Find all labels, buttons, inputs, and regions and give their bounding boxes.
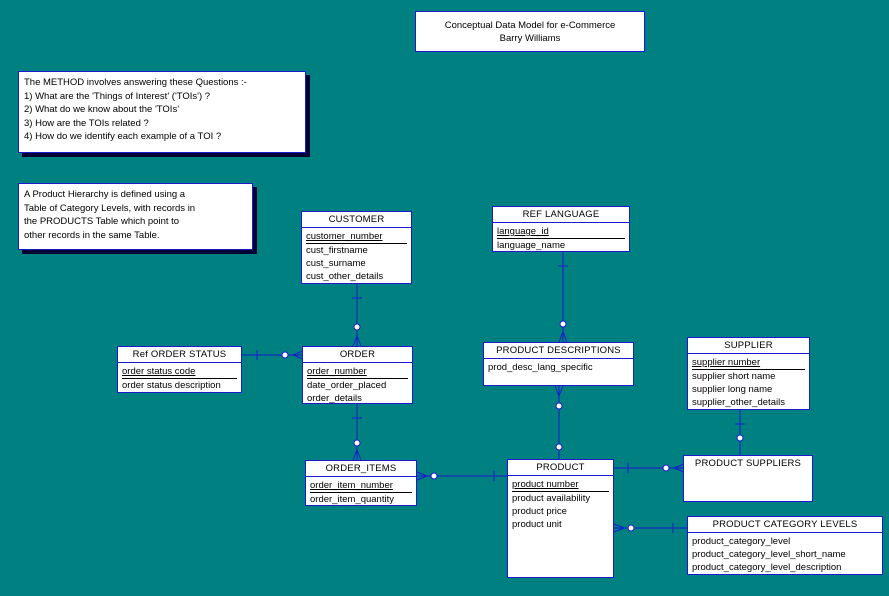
entity-attributes: cust_firstname cust_surname cust_other_d… [306, 244, 407, 283]
rel-customer-order [352, 284, 362, 347]
entity-customer[interactable]: CUSTOMER customer_number cust_firstname … [301, 211, 412, 284]
entity-attribute: product price [512, 506, 567, 517]
note-line: A Product Hierarchy is defined using a [24, 189, 186, 200]
entity-attribute: product_category_level_description [692, 562, 842, 573]
entity-key: order_item_number [310, 480, 393, 491]
entity-attributes: order status description [122, 379, 237, 392]
entity-attribute: product_category_level [692, 536, 791, 547]
entity-order[interactable]: ORDER order_number date_order_placed ord… [302, 346, 413, 404]
rel-orderstatus-order [242, 350, 304, 360]
entity-name: ORDER_ITEMS [306, 461, 416, 477]
entity-key: language_id [497, 226, 549, 237]
entity-attribute: supplier long name [692, 384, 773, 395]
entity-key: order status code [122, 366, 196, 377]
entity-name: REF LANGUAGE [493, 207, 629, 223]
entity-attributes: product_category_level product_category_… [692, 533, 878, 574]
entity-name: PRODUCT SUPPLIERS [694, 458, 802, 469]
entity-attribute: language_name [497, 240, 566, 251]
entity-ref-order-status[interactable]: Ref ORDER STATUS order status code order… [117, 346, 242, 393]
entity-product[interactable]: PRODUCT product number product availabil… [507, 459, 614, 578]
note-line: The METHOD involves answering these Ques… [24, 77, 247, 88]
method-note: The METHOD involves answering these Ques… [18, 71, 306, 153]
entity-keys: language_id [497, 223, 625, 239]
note-line: 3) How are the TOIs related ? [24, 117, 149, 129]
entity-name: PRODUCT CATEGORY LEVELS [688, 517, 882, 533]
entity-attribute: supplier short name [692, 371, 776, 382]
note-line: the PRODUCTS Table which point to [24, 216, 180, 227]
entity-attributes: supplier short name supplier long name s… [692, 370, 805, 409]
entity-key: product number [512, 479, 579, 490]
entity-attribute: order_details [307, 393, 362, 404]
entity-attribute: cust_surname [306, 258, 366, 269]
note-line: 2) What do we know about the 'TOIs' [24, 104, 180, 115]
entity-product-suppliers[interactable]: PRODUCT SUPPLIERS [683, 455, 813, 502]
entity-attribute: supplier_other_details [692, 397, 785, 408]
hierarchy-note: A Product Hierarchy is defined using a T… [18, 183, 253, 250]
entity-name: CUSTOMER [302, 212, 411, 228]
rel-product-prodsuppliers [614, 463, 685, 473]
entity-keys: order_item_number [310, 477, 412, 493]
rel-product-categorylevels [613, 523, 688, 533]
entity-attributes: language_name [497, 239, 625, 252]
entity-keys: customer_number [306, 228, 407, 244]
entity-key: supplier number [692, 357, 761, 368]
entity-ref-language[interactable]: REF LANGUAGE language_id language_name [492, 206, 630, 252]
entity-attribute: date_order_placed [307, 380, 387, 391]
entity-keys: order_number [307, 363, 408, 379]
entity-keys: supplier number [692, 354, 805, 370]
entity-attributes: product availability product price produ… [512, 492, 609, 531]
entity-attribute: order status description [122, 380, 221, 391]
entity-attribute: prod_desc_lang_specific [488, 362, 593, 373]
entity-supplier[interactable]: SUPPLIER supplier number supplier short … [687, 337, 810, 410]
note-line: 4) How do we identify each example of a … [24, 131, 222, 142]
note-line: Table of Category Levels, with records i… [24, 202, 196, 214]
entity-attribute: cust_firstname [306, 245, 368, 256]
entity-product-category-levels[interactable]: PRODUCT CATEGORY LEVELS product_category… [687, 516, 883, 575]
entity-keys: product number [512, 476, 609, 492]
entity-name: Ref ORDER STATUS [118, 347, 241, 363]
entity-name: ORDER [303, 347, 412, 363]
title-line-2: Barry Williams [499, 33, 561, 44]
entity-name: SUPPLIER [688, 338, 809, 354]
entity-product-descriptions[interactable]: PRODUCT DESCRIPTIONS prod_desc_lang_spec… [483, 342, 634, 386]
rel-order-orderitems [352, 404, 362, 461]
entity-attribute: cust_other_details [306, 271, 384, 282]
rel-supplier-prodsuppliers [735, 410, 745, 456]
entity-key: order_number [307, 366, 367, 377]
entity-attributes: date_order_placed order_details [307, 379, 408, 405]
diagram-title: Conceptual Data Model for e-Commerce Bar… [415, 11, 645, 52]
entity-order-items[interactable]: ORDER_ITEMS order_item_number order_item… [305, 460, 417, 506]
entity-attributes: prod_desc_lang_specific [488, 359, 629, 374]
rel-orderitems-product [416, 471, 508, 481]
entity-name: PRODUCT [508, 460, 613, 476]
entity-attribute: product availability [512, 493, 591, 504]
rel-language-proddesc [558, 252, 568, 343]
note-line: 1) What are the 'Things of Interest' ('T… [24, 90, 211, 102]
entity-attribute: product unit [512, 519, 562, 530]
entity-name: PRODUCT DESCRIPTIONS [484, 343, 633, 359]
entity-attribute: product_category_level_short_name [692, 549, 846, 560]
entity-keys: order status code [122, 363, 237, 379]
entity-key: customer_number [306, 231, 383, 242]
rel-proddesc-product [554, 385, 564, 459]
entity-attribute: order_item_quantity [310, 494, 394, 505]
note-line: other records in the same Table. [24, 229, 160, 241]
entity-attributes: order_item_quantity [310, 493, 412, 506]
title-line-1: Conceptual Data Model for e-Commerce [444, 20, 616, 31]
